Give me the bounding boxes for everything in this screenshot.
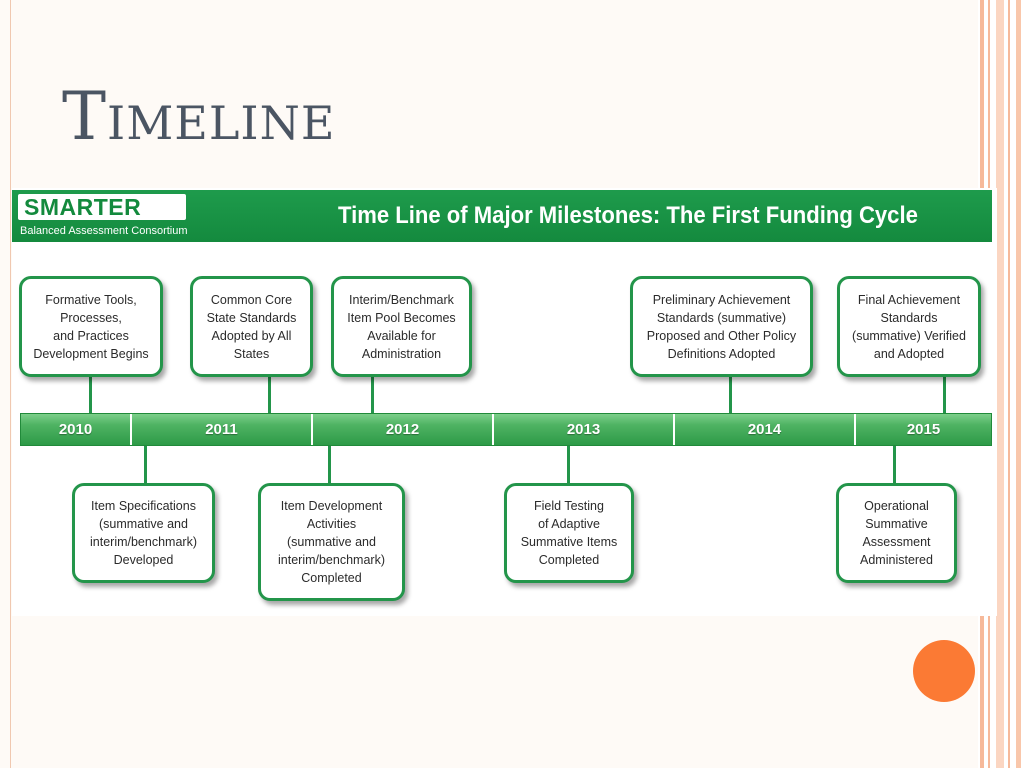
milestone-text: Interim/Benchmark Item Pool Becomes Avai… [347, 292, 456, 361]
milestone-text: Formative Tools, Processes, and Practice… [33, 292, 149, 361]
milestone-text: Item Development Activities (summative a… [278, 499, 385, 585]
connector-above-2 [268, 376, 271, 414]
logo-badge [18, 194, 186, 220]
milestone-box-below: Item Specifications (summative and inter… [72, 483, 215, 583]
logo-wordmark: SMARTER [24, 194, 142, 220]
milestone-text: Operational Summative Assessment Adminis… [860, 499, 933, 567]
year-label: 2014 [675, 414, 856, 445]
milestone-text: Preliminary Achievement Standards (summa… [646, 292, 797, 361]
milestone-box-below: Item Development Activities (summative a… [258, 483, 405, 601]
connector-above-1 [89, 376, 92, 414]
milestone-box-above: Formative Tools, Processes, and Practice… [19, 276, 163, 377]
year-label: 2011 [132, 414, 313, 445]
year-label: 2013 [494, 414, 675, 445]
milestone-box-above: Preliminary Achievement Standards (summa… [630, 276, 813, 377]
year-label: 2015 [906, 421, 941, 438]
milestone-text: Field Testing of Adaptive Summative Item… [520, 499, 618, 567]
milestone-text: Common Core State Standards Adopted by A… [206, 292, 297, 361]
slide-title: Timeline [62, 78, 336, 155]
year-label: 2010 [21, 414, 132, 445]
orange-accent-circle [913, 640, 975, 702]
connector-below-1 [144, 446, 147, 484]
milestone-box-above: Interim/Benchmark Item Pool Becomes Avai… [331, 276, 472, 377]
connector-below-4 [893, 446, 896, 484]
logo-subtitle: Balanced Assessment Consortium [20, 225, 188, 237]
connector-below-2 [328, 446, 331, 484]
connector-above-3 [371, 376, 374, 414]
milestone-text: Final Achievement Standards (summative) … [852, 292, 966, 361]
infographic-heading: Time Line of Major Milestones: The First… [338, 202, 918, 229]
milestone-box-above: Common Core State Standards Adopted by A… [190, 276, 313, 377]
left-border-line [10, 0, 11, 768]
connector-above-5 [943, 376, 946, 414]
timeline-year-bar: 2010 2011 2012 2013 2014 2015 [20, 413, 992, 446]
connector-above-4 [729, 376, 732, 414]
connector-below-3 [567, 446, 570, 484]
milestone-text: Item Specifications (summative and inter… [90, 499, 197, 567]
milestone-box-below: Field Testing of Adaptive Summative Item… [504, 483, 634, 583]
milestone-box-below: Operational Summative Assessment Adminis… [836, 483, 957, 583]
milestone-box-above: Final Achievement Standards (summative) … [837, 276, 981, 377]
year-label: 2012 [313, 414, 494, 445]
